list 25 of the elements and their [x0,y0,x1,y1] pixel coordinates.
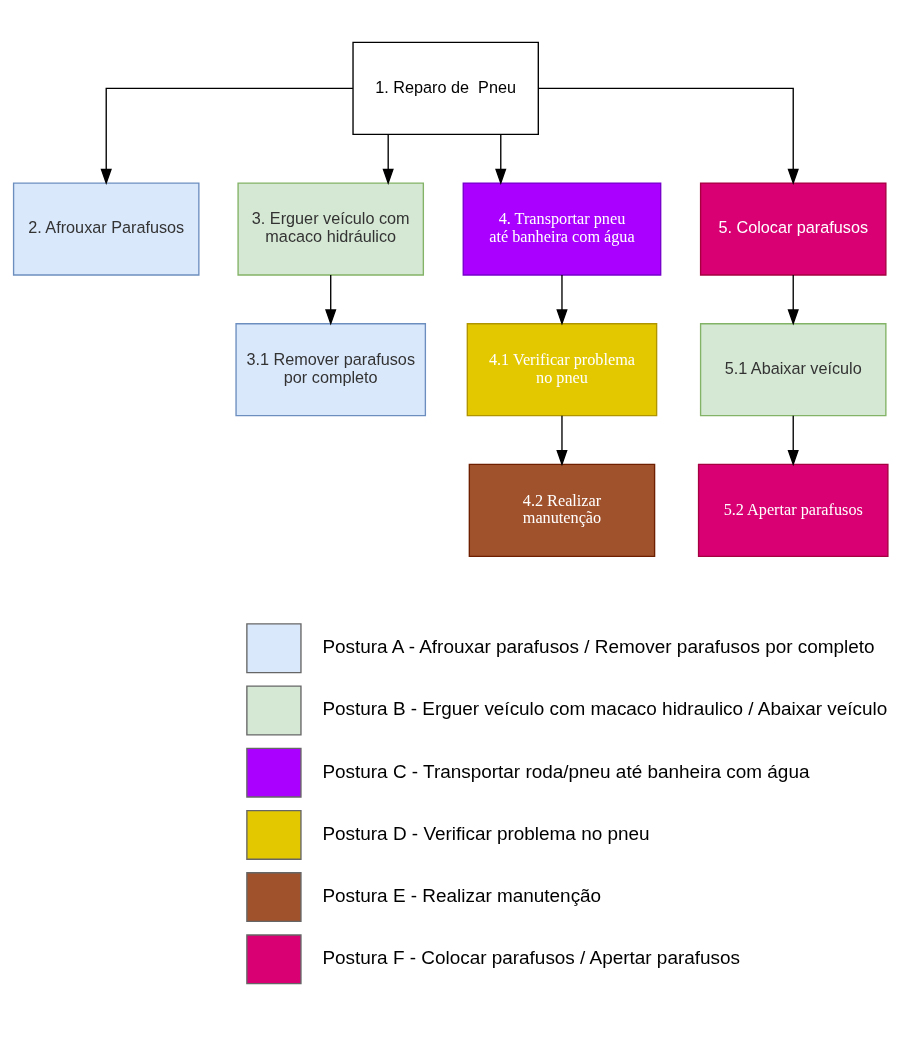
arrow [382,133,394,185]
legend-label: Postura C - Transportar roda/pneu até banheira com água [322,760,810,782]
arrow [556,273,568,326]
legend-label: Postura B - Erguer veículo com macaco hidraulico / Abaixar veículo [322,697,888,719]
node-box: 4.1 Verificar problema no pneu [466,322,658,416]
legend-label: Postura A - Afrouxar parafusos / Remover parafusos por completo [322,635,875,657]
node-box: 5.2 Apertar parafusos [697,463,889,557]
node-box: 3.1 Remover parafusos por completo [235,322,427,416]
arrow [325,273,337,326]
node-box: 2. Afrouxar Parafusos [12,181,200,276]
arrow [787,273,799,326]
node-box: 3. Erguer veículo com macaco hidráulico [237,181,425,276]
arrow [537,87,799,185]
legend-label: Postura D - Verificar problema no pneu [322,822,650,844]
arrow [495,133,507,185]
node-box: 4.2 Realizar manutenção [468,463,656,557]
node-box: 1. Reparo de Pneu [352,41,539,135]
node-box: 4. Transportar pneu até banheira com água [462,181,662,276]
arrow [100,87,354,185]
arrow [556,414,568,466]
node-box: 5. Colocar parafusos [699,181,887,276]
legend-label: Postura F - Colocar parafusos / Apertar parafusos [322,946,740,968]
legend-label: Postura E - Realizar manutenção [322,884,602,906]
node-box: 5.1 Abaixar veículo [699,322,887,416]
arrow [787,414,799,466]
